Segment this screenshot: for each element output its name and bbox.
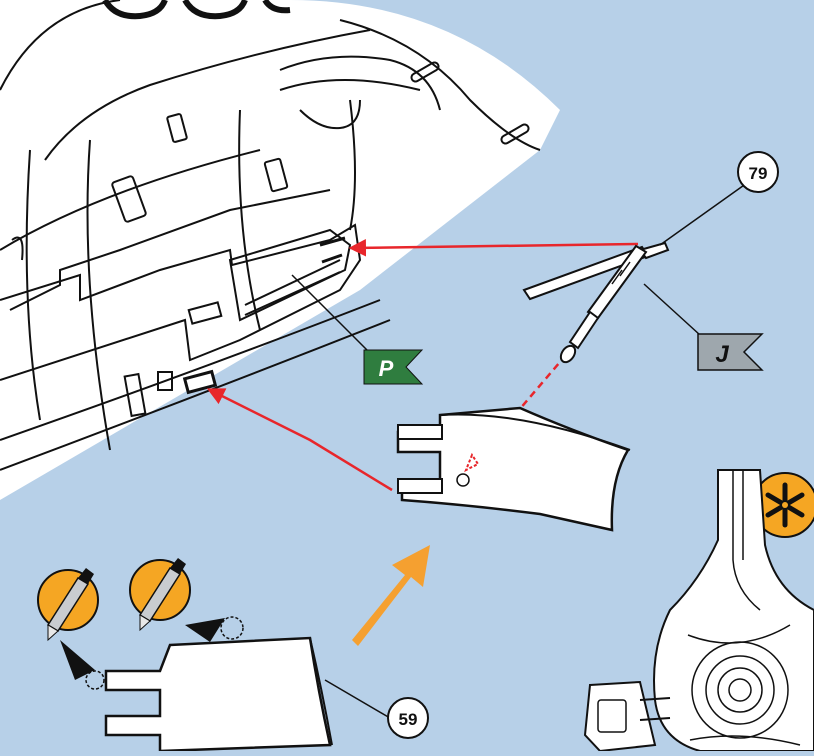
paint-code-gray: J — [715, 341, 729, 368]
paint-flag-gray: J — [698, 334, 762, 370]
paint-code-green: P — [379, 356, 394, 381]
paint-flag-green: P — [364, 350, 422, 384]
part-79-number: 79 — [749, 164, 768, 183]
gear-door-assembled — [398, 408, 630, 530]
orange-move-arrow — [352, 545, 430, 646]
hobby-knife-icon — [38, 568, 98, 680]
part-59-number: 59 — [399, 710, 418, 729]
hobby-knife-icon — [130, 558, 225, 642]
arrow-to-lower-mount — [210, 390, 392, 490]
part-59-door — [86, 617, 390, 751]
part-79-callout: 79 — [738, 152, 778, 192]
part-59-callout: 59 — [388, 698, 428, 738]
